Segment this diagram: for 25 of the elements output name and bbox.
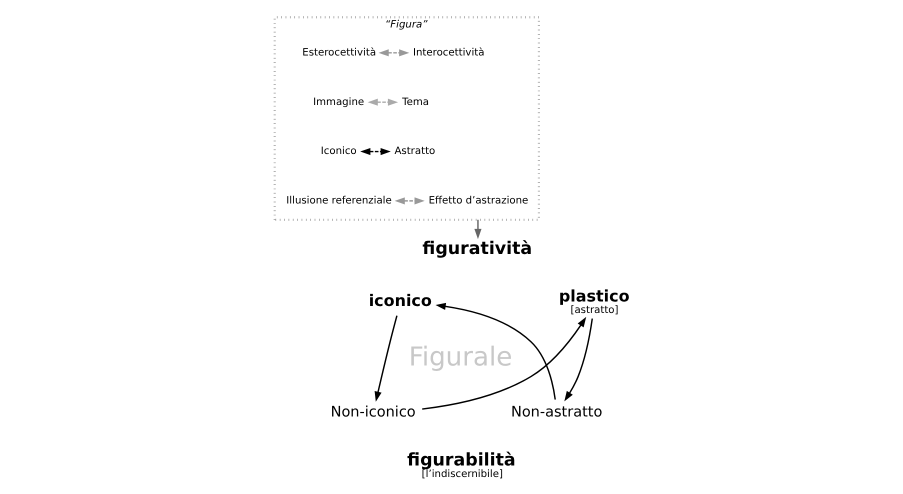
- arrow: [564, 318, 592, 402]
- arrow: [394, 197, 424, 204]
- node-text: Illusione referenziale: [286, 196, 392, 207]
- node-text: figuratività: [422, 239, 532, 260]
- node-text: iconico: [368, 290, 432, 310]
- arrow: [367, 98, 398, 106]
- node-text: Esterocettività: [302, 48, 376, 59]
- node-text: Non-astratto: [510, 404, 602, 420]
- arrow: [378, 49, 409, 56]
- node-text: Iconico: [320, 146, 356, 158]
- node-label: [l’indiscernibile]: [421, 468, 502, 480]
- node-text: Immagine: [312, 96, 364, 108]
- node-text: Interocettività: [412, 48, 484, 59]
- node-text: Tema: [402, 96, 428, 108]
- node-text: Non-iconico: [330, 404, 416, 420]
- arrow: [474, 220, 482, 240]
- node-text: plastico: [558, 286, 630, 306]
- node-text: Astratto: [394, 146, 435, 158]
- arrow: [374, 316, 398, 402]
- arrow: [422, 316, 586, 410]
- node-text: Effetto d’astrazione: [428, 196, 528, 207]
- arrow: [435, 302, 556, 400]
- node-text: figurabilità: [406, 450, 516, 470]
- node-label: [astratto]: [570, 304, 618, 316]
- arrow: [360, 148, 390, 156]
